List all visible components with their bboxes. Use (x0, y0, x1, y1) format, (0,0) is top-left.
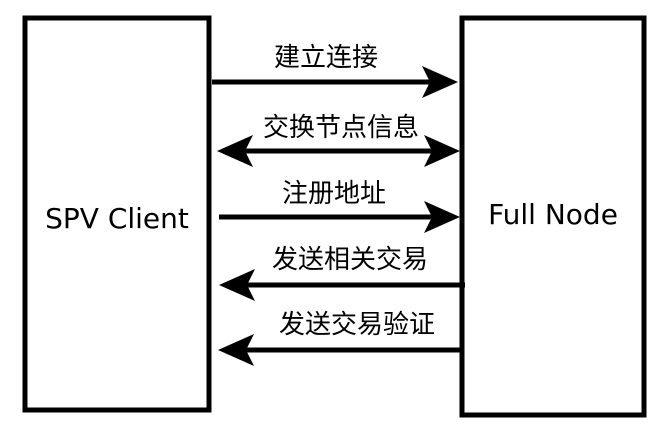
arrowhead-right-icon (424, 135, 460, 167)
message-label-send-related-transactions: 发送相关交易 (272, 245, 428, 275)
message-register-address: 注册地址 (219, 179, 460, 233)
message-label-register-address: 注册地址 (282, 179, 386, 209)
spv-client-box (22, 15, 212, 413)
message-establish-connection: 建立连接 (212, 43, 458, 98)
message-label-establish-connection: 建立连接 (274, 43, 378, 73)
arrowhead-left-icon (217, 135, 253, 167)
arrowhead-right-icon (424, 201, 460, 233)
arrowhead-left-icon (218, 334, 254, 366)
spv-client-label: SPV Client (45, 202, 189, 235)
full-node-node: Full Node (459, 15, 647, 418)
message-label-exchange-node-info: 交换节点信息 (263, 113, 419, 143)
message-send-related-transactions: 发送相关交易 (219, 245, 465, 301)
spv-client-node: SPV Client (22, 15, 212, 413)
message-send-transaction-verification: 发送交易验证 (218, 310, 460, 366)
message-exchange-node-info: 交换节点信息 (217, 113, 460, 167)
arrowhead-right-icon (422, 66, 458, 98)
full-node-label: Full Node (488, 198, 618, 231)
full-node-box (459, 15, 647, 418)
arrowhead-left-icon (219, 269, 255, 301)
message-label-send-transaction-verification: 发送交易验证 (279, 310, 435, 340)
